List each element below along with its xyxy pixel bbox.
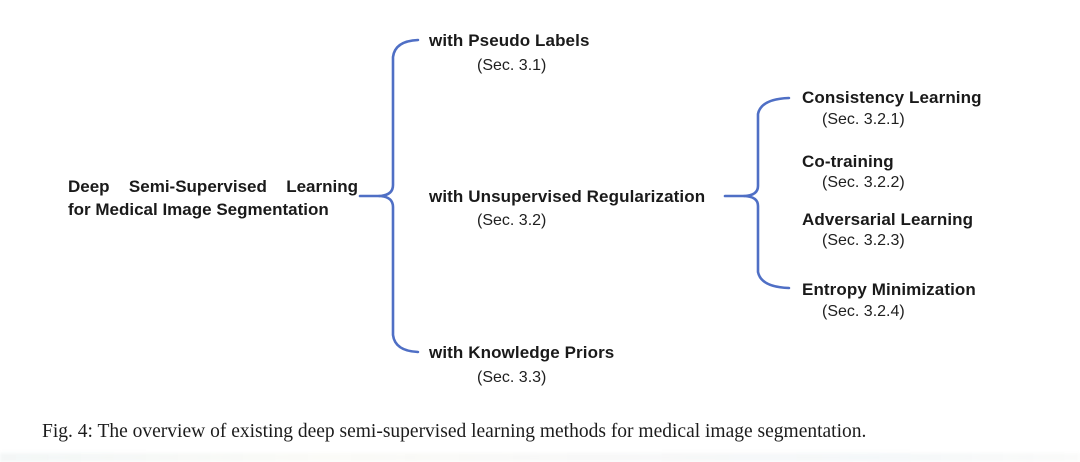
branch-pseudo-labels: with Pseudo Labels xyxy=(429,31,590,50)
left-brace-path xyxy=(377,38,420,354)
figure-caption: Fig. 4: The overview of existing deep se… xyxy=(42,421,867,442)
subbranch-co-training-section: (Sec. 3.2.2) xyxy=(822,174,905,191)
branch-knowledge-priors: with Knowledge Priors xyxy=(429,343,615,362)
root-label-line2: for Medical Image Segmentation xyxy=(68,200,329,219)
subbranch-adversarial-learning: Adversarial Learning xyxy=(802,210,974,229)
subbranch-entropy-minimization: Entropy Minimization xyxy=(802,280,976,299)
right-brace-path xyxy=(742,96,791,290)
branch-knowledge-priors-section: (Sec. 3.3) xyxy=(477,369,547,386)
branch-pseudo-labels-section: (Sec. 3.1) xyxy=(477,57,547,74)
subbranch-co-training: Co-training xyxy=(802,152,894,171)
scan-artifact-band xyxy=(0,453,1080,462)
subbranch-entropy-minimization-section: (Sec. 3.2.4) xyxy=(822,303,905,320)
branch-unsupervised-regularization-section: (Sec. 3.2) xyxy=(477,212,547,229)
subbranch-consistency-learning: Consistency Learning xyxy=(802,88,982,107)
root-label-line1: Deep Semi-Supervised Learning xyxy=(68,177,358,196)
root-node: Deep Semi-Supervised Learning for Medica… xyxy=(68,175,358,221)
branch-unsupervised-regularization: with Unsupervised Regularization xyxy=(429,187,706,206)
right-brace-connector xyxy=(723,96,791,290)
subbranch-consistency-learning-section: (Sec. 3.2.1) xyxy=(822,111,905,128)
left-brace-connector xyxy=(358,38,420,354)
subbranch-adversarial-learning-section: (Sec. 3.2.3) xyxy=(822,232,905,249)
